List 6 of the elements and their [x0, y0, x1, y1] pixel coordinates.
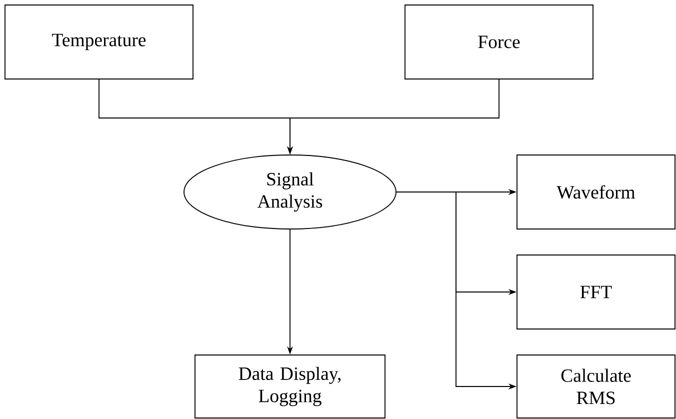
process-box: Force	[404, 4, 594, 80]
process-box: Temperature	[4, 4, 194, 80]
process-box: FFT	[516, 254, 676, 330]
process-box: Data Display, Logging	[194, 354, 386, 418]
process-box: Calculate RMS	[516, 354, 676, 418]
process-box: Waveform	[516, 154, 676, 230]
